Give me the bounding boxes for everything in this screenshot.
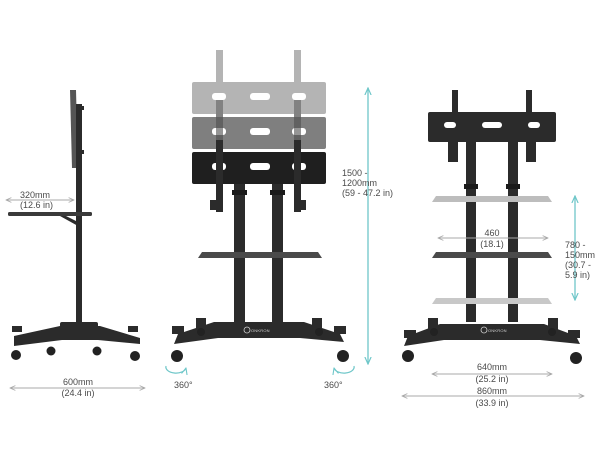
rotation-label-right: 360° bbox=[324, 380, 343, 390]
bracket-ghost-middle bbox=[192, 100, 326, 170]
brand-logo-text-front: ONKRON bbox=[251, 328, 270, 333]
shelf-height-label-mm: 780 - bbox=[565, 240, 586, 250]
back-base bbox=[404, 324, 580, 346]
overall-width-label-mm: 860mm bbox=[476, 386, 508, 396]
bracket-solid bbox=[192, 140, 326, 212]
pole-spacing-label-in: (18.1) bbox=[480, 239, 504, 249]
base-depth-label-mm: 600mm bbox=[62, 377, 94, 387]
overall-width-label-in: (33.9 in) bbox=[475, 398, 509, 408]
back-view bbox=[402, 90, 584, 396]
rotate-arrow-icon bbox=[334, 365, 355, 373]
brand-logo-icon bbox=[480, 326, 488, 334]
rotate-arrow-icon bbox=[165, 365, 186, 373]
back-shelf-ghost-top bbox=[432, 196, 552, 202]
height-label-in: (59 - 47.2 in) bbox=[342, 188, 394, 198]
rotation-label-left: 360° bbox=[174, 380, 193, 390]
front-base bbox=[174, 322, 344, 344]
caster bbox=[11, 350, 21, 360]
bracket-ghost-top bbox=[192, 50, 326, 162]
back-pole-right bbox=[508, 142, 518, 322]
height-label-mm-2: 1200mm bbox=[342, 178, 378, 188]
front-view bbox=[165, 50, 368, 373]
height-label-mm: 1500 - bbox=[342, 168, 368, 178]
inner-width-label-in: (25.2 in) bbox=[475, 374, 509, 384]
brand-logo-icon bbox=[243, 326, 251, 334]
brand-logo-text-back: ONKRON bbox=[488, 328, 507, 333]
caster bbox=[171, 350, 183, 362]
inner-width-label-mm: 640mm bbox=[476, 362, 508, 372]
side-base-legs bbox=[14, 326, 140, 346]
shelf-height-label-mm-2: 150mm bbox=[565, 250, 596, 260]
pole-spacing-label-mm: 460 bbox=[484, 228, 500, 238]
back-shelf-ghost-bottom bbox=[432, 298, 552, 304]
shelf-height-label-in-2: 5.9 in) bbox=[565, 270, 591, 280]
back-shelf-solid bbox=[432, 252, 552, 258]
back-pole-left bbox=[466, 142, 476, 322]
shelf-depth-label-in: (12.6 in) bbox=[20, 200, 54, 210]
side-shelf bbox=[8, 212, 92, 216]
caster bbox=[402, 350, 414, 362]
shelf-depth-label-mm: 320mm bbox=[20, 190, 51, 200]
front-shelf bbox=[198, 252, 322, 258]
base-depth-label-in: (24.4 in) bbox=[61, 388, 95, 398]
shelf-height-label-in: (30.7 - bbox=[565, 260, 592, 270]
side-view bbox=[6, 90, 145, 388]
